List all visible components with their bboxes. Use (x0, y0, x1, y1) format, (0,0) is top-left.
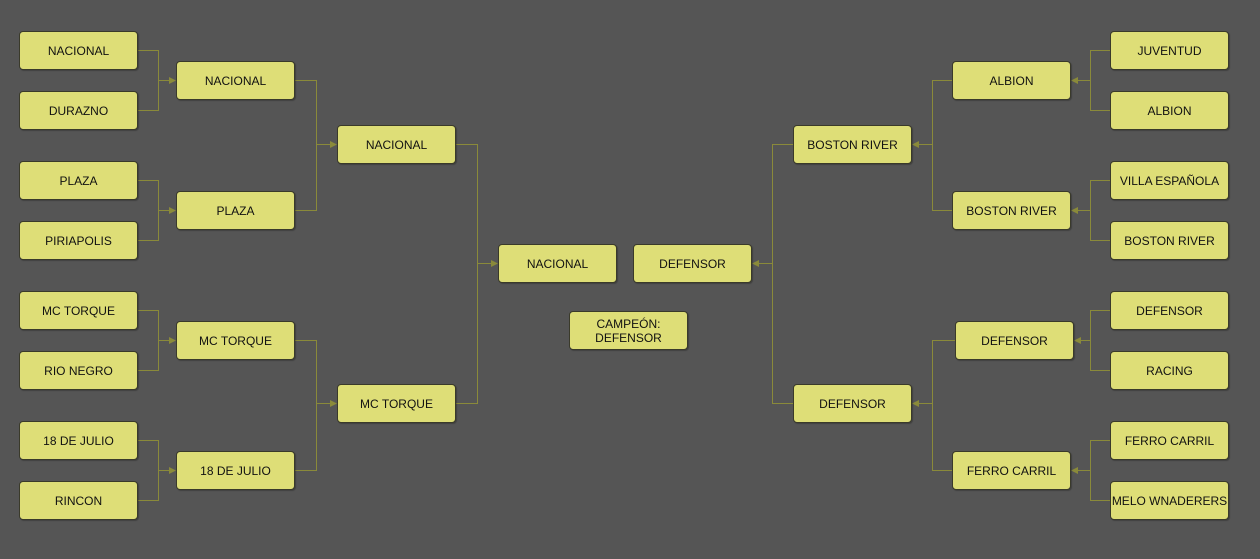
arrowhead (1071, 207, 1078, 214)
right-r1-team-2[interactable]: ALBION (1110, 91, 1229, 130)
arrowhead (491, 260, 498, 267)
left-r1-team-4[interactable]: PIRIAPOLIS (19, 221, 138, 260)
right-r1-team-8[interactable]: MELO WNADERERS (1110, 481, 1229, 520)
right-r3-team-2[interactable]: DEFENSOR (793, 384, 912, 423)
right-r3-team-1[interactable]: BOSTON RIVER (793, 125, 912, 164)
connector-9 (1071, 180, 1110, 241)
arrowhead (1074, 337, 1081, 344)
arrowhead (169, 337, 176, 344)
right-r1-team-6[interactable]: RACING (1110, 351, 1229, 390)
left-r2-team-2[interactable]: PLAZA (176, 191, 295, 230)
connector-5 (295, 80, 337, 211)
arrowhead (1071, 467, 1078, 474)
connector-12 (912, 80, 952, 211)
left-r1-team-8[interactable]: RINCON (19, 481, 138, 520)
left-r2-team-4[interactable]: 18 DE JULIO (176, 451, 295, 490)
arrowhead (752, 260, 759, 267)
connector-14 (752, 144, 793, 404)
connector-11 (1071, 440, 1110, 501)
connector-6 (295, 340, 337, 471)
connector-13 (912, 340, 955, 471)
left-r1-team-5[interactable]: MC TORQUE (19, 291, 138, 330)
arrowhead (912, 400, 919, 407)
left-r1-team-3[interactable]: PLAZA (19, 161, 138, 200)
right-r1-team-3[interactable]: VILLA ESPAÑOLA (1110, 161, 1229, 200)
arrowhead (330, 400, 337, 407)
left-r1-team-1[interactable]: NACIONAL (19, 31, 138, 70)
connector-3 (138, 310, 176, 371)
right-r1-team-1[interactable]: JUVENTUD (1110, 31, 1229, 70)
left-r2-team-3[interactable]: MC TORQUE (176, 321, 295, 360)
arrowhead (169, 467, 176, 474)
right-r1-team-7[interactable]: FERRO CARRIL (1110, 421, 1229, 460)
left-r3-team-1[interactable]: NACIONAL (337, 125, 456, 164)
connector-4 (138, 440, 176, 501)
connector-7 (456, 144, 498, 404)
left-r1-team-6[interactable]: RIO NEGRO (19, 351, 138, 390)
right-r2-team-2[interactable]: BOSTON RIVER (952, 191, 1071, 230)
arrowhead (330, 141, 337, 148)
right-r2-team-3[interactable]: DEFENSOR (955, 321, 1074, 360)
arrowhead (169, 207, 176, 214)
connector-1 (138, 50, 176, 111)
arrowhead (1071, 77, 1078, 84)
left-r3-team-2[interactable]: MC TORQUE (337, 384, 456, 423)
left-r1-team-2[interactable]: DURAZNO (19, 91, 138, 130)
right-r1-team-5[interactable]: DEFENSOR (1110, 291, 1229, 330)
left-r2-team-1[interactable]: NACIONAL (176, 61, 295, 100)
connector-2 (138, 180, 176, 241)
right-r1-team-4[interactable]: BOSTON RIVER (1110, 221, 1229, 260)
champion-box[interactable]: CAMPEÓN: DEFENSOR (569, 311, 688, 350)
left-finalist[interactable]: NACIONAL (498, 244, 617, 283)
arrowhead (912, 141, 919, 148)
connector-10 (1074, 310, 1110, 371)
left-r1-team-7[interactable]: 18 DE JULIO (19, 421, 138, 460)
arrowhead (169, 77, 176, 84)
right-r2-team-4[interactable]: FERRO CARRIL (952, 451, 1071, 490)
right-r2-team-1[interactable]: ALBION (952, 61, 1071, 100)
connector-8 (1071, 50, 1110, 111)
right-finalist[interactable]: DEFENSOR (633, 244, 752, 283)
